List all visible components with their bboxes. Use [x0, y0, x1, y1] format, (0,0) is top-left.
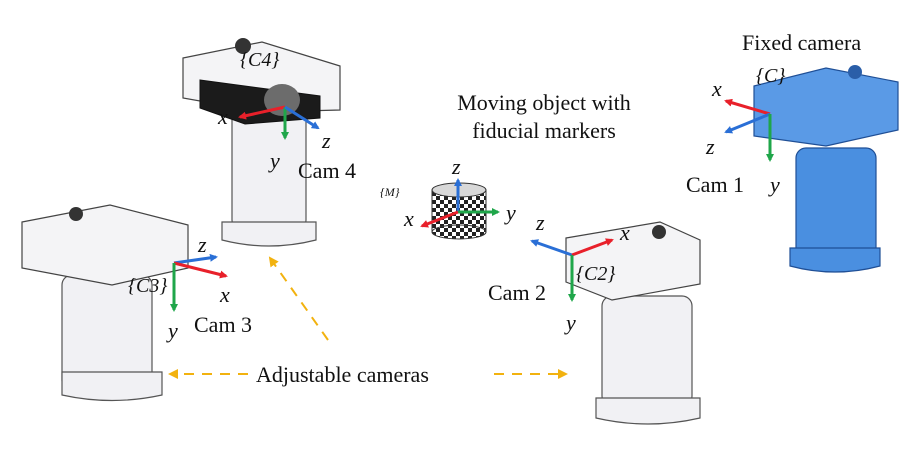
cam3-axis-x: x	[220, 282, 230, 307]
cam3-axis-y: y	[168, 318, 178, 343]
camera-2	[565, 221, 701, 425]
cam1-axis-x: x	[712, 76, 722, 101]
frame-label-c: {C}	[756, 65, 786, 87]
cam2-axis-y: y	[566, 310, 576, 335]
cam1-axis-y: y	[770, 172, 780, 197]
cam4-label: Cam 4	[298, 158, 357, 183]
adjustable-arrows	[168, 256, 568, 379]
axes-moving-object	[420, 178, 500, 228]
frame-label-c3: {C3}	[128, 275, 168, 297]
object-axis-x: x	[404, 206, 414, 231]
frame-label-m: {M}	[380, 185, 400, 199]
fixed-camera	[753, 65, 899, 273]
camera-4	[182, 38, 341, 247]
axes-cam1	[724, 98, 774, 162]
cam4-axis-z: z	[322, 128, 331, 153]
frame-label-c4: {C4}	[240, 49, 280, 71]
adjustable-cameras-label: Adjustable cameras	[256, 362, 429, 387]
cam2-axis-z: z	[536, 210, 545, 235]
fixed-camera-label: Fixed camera	[742, 30, 862, 55]
cam3-axis-z: z	[198, 232, 207, 257]
object-axis-y: y	[506, 200, 516, 225]
cam3-label: Cam 3	[194, 312, 253, 337]
axes-cam4	[238, 105, 320, 140]
cam2-axis-x: x	[620, 220, 630, 245]
moving-object-label-line2: fiducial markers	[472, 118, 616, 143]
cam4-axis-y: y	[270, 148, 280, 173]
axes-cam3	[170, 253, 228, 312]
cam1-axis-z: z	[706, 134, 715, 159]
cam1-label: Cam 1	[686, 172, 745, 197]
object-axis-z: z	[452, 154, 461, 179]
frame-label-c2: {C2}	[576, 263, 616, 285]
cam2-label: Cam 2	[488, 280, 547, 305]
axes-cam2	[530, 238, 614, 302]
moving-object-label-line1: Moving object with	[457, 90, 631, 115]
cam4-axis-x: x	[218, 104, 228, 129]
camera-3	[21, 204, 189, 402]
